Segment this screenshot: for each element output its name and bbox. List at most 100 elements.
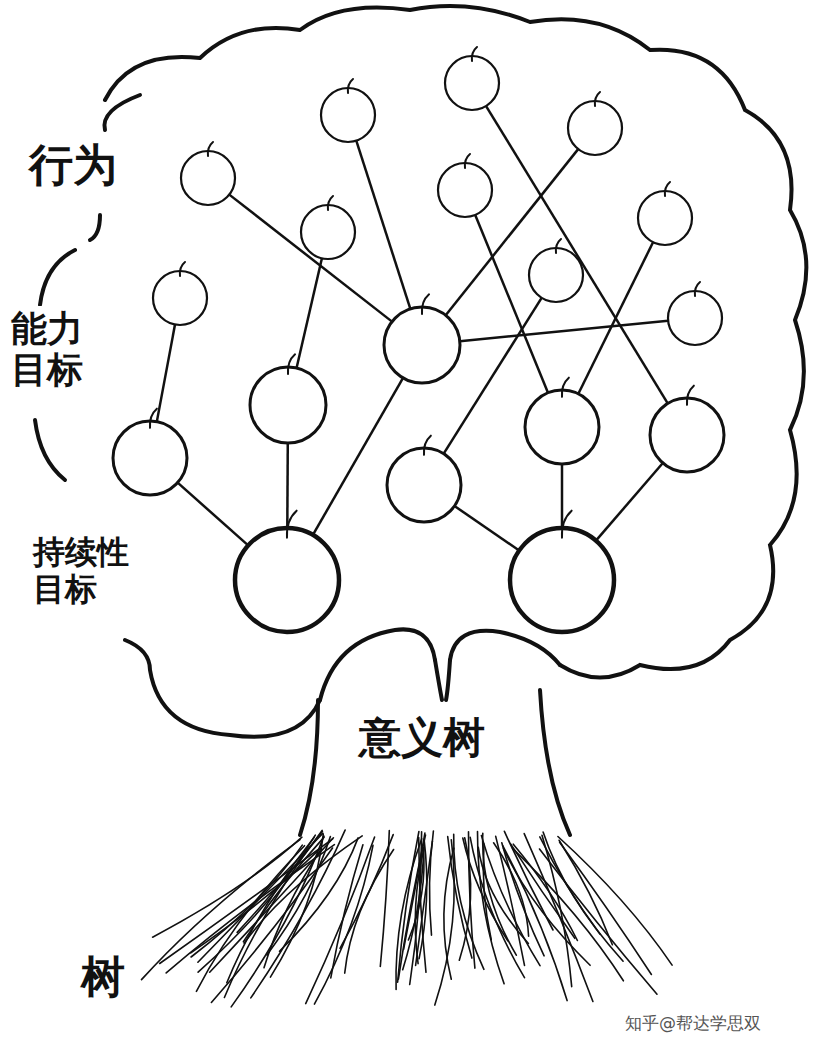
roots — [142, 830, 673, 1007]
root-stroke — [496, 836, 525, 965]
apple-stem — [687, 386, 694, 405]
root-stroke — [459, 838, 470, 961]
root-stroke — [558, 837, 672, 966]
apples — [113, 47, 724, 632]
canopy-left-arc — [125, 640, 320, 737]
root-stroke — [211, 848, 332, 1003]
root-stroke — [429, 831, 433, 935]
apple-body — [525, 390, 599, 464]
canopy-left-arc — [104, 95, 140, 130]
apple-stem — [472, 47, 477, 61]
apple — [387, 436, 461, 522]
root-stroke — [540, 849, 658, 994]
root-stroke — [559, 840, 612, 944]
level-label: 能力 目标 — [8, 306, 97, 393]
trunk-left — [320, 629, 435, 700]
apple-stem — [424, 436, 431, 455]
root-stroke — [227, 837, 314, 982]
root-stroke — [398, 835, 425, 979]
apple-link — [157, 325, 175, 422]
root-stroke — [560, 842, 652, 974]
trunk-curve — [435, 660, 450, 700]
level-label: 持续性 目标 — [30, 532, 142, 610]
apple-body — [445, 56, 499, 110]
apple — [384, 294, 460, 383]
apple — [510, 511, 614, 632]
apple-body — [153, 271, 207, 325]
apple-stem — [208, 142, 213, 156]
apple-stem — [328, 196, 333, 210]
apple — [568, 92, 622, 155]
watermark: 知乎@帮达学思双 — [622, 1012, 764, 1036]
root-stroke — [243, 837, 324, 942]
apple-body — [668, 291, 722, 345]
trunk-right — [450, 631, 560, 665]
apple-stem — [562, 511, 572, 538]
tree-label: 树 — [78, 950, 128, 1005]
canopy-left-arc — [90, 215, 100, 240]
apple — [301, 196, 355, 259]
apple — [650, 386, 724, 472]
root-stroke — [267, 837, 331, 955]
apple — [668, 282, 722, 345]
apple-body — [181, 151, 235, 205]
apple-stem — [562, 378, 569, 397]
root-stroke — [504, 831, 553, 930]
root-stroke — [380, 831, 389, 967]
apple-stem — [287, 511, 297, 538]
apple-stem — [348, 79, 353, 93]
apple — [529, 239, 583, 302]
root-stroke — [444, 848, 454, 979]
apple-link — [286, 443, 289, 528]
root-stroke — [196, 846, 304, 992]
apple-stem — [422, 294, 429, 314]
apple-link — [578, 242, 653, 394]
root-stroke — [340, 835, 393, 949]
apple-stem — [556, 239, 561, 253]
root-stroke — [345, 850, 394, 974]
level-label: 行为 — [26, 138, 120, 193]
apple-body — [510, 528, 614, 632]
apple-body — [650, 398, 724, 472]
canopy-left-arc — [35, 420, 65, 480]
apple-stem — [695, 282, 700, 296]
root-stroke — [231, 836, 324, 1007]
apple-body — [321, 88, 375, 142]
apple-body — [250, 367, 326, 443]
apple-stem — [288, 354, 295, 374]
root-stroke — [198, 835, 315, 972]
apple-body — [235, 528, 339, 632]
canopy-left-arc — [40, 250, 75, 305]
apple-body — [301, 205, 355, 259]
apple-body — [568, 101, 622, 155]
apple — [525, 378, 599, 464]
apple-stem — [595, 92, 600, 106]
apple-stem — [665, 182, 670, 196]
root-stroke — [454, 834, 484, 969]
root-stroke — [524, 834, 593, 1002]
apple — [153, 262, 207, 325]
root-stroke — [511, 844, 575, 938]
root-stroke — [415, 847, 424, 963]
apple — [235, 511, 339, 632]
apple-stem — [150, 409, 157, 428]
root-stroke — [504, 849, 591, 966]
root-stroke — [540, 837, 600, 934]
root-stroke — [513, 848, 624, 981]
apple-stem — [465, 154, 470, 168]
apple-link — [596, 463, 663, 541]
canopy-outline — [105, 6, 806, 678]
root-stroke — [483, 844, 491, 940]
apple-link — [297, 258, 322, 368]
trunk-label: 意义树 — [356, 712, 488, 764]
root-stroke — [306, 837, 375, 1004]
apple-link — [460, 321, 668, 342]
apple — [250, 354, 326, 443]
apple — [113, 409, 187, 495]
apple-body — [384, 307, 460, 383]
apple-body — [638, 191, 692, 245]
apple — [638, 182, 692, 245]
apple-body — [387, 448, 461, 522]
apple — [181, 142, 235, 205]
apple-link — [561, 464, 564, 528]
